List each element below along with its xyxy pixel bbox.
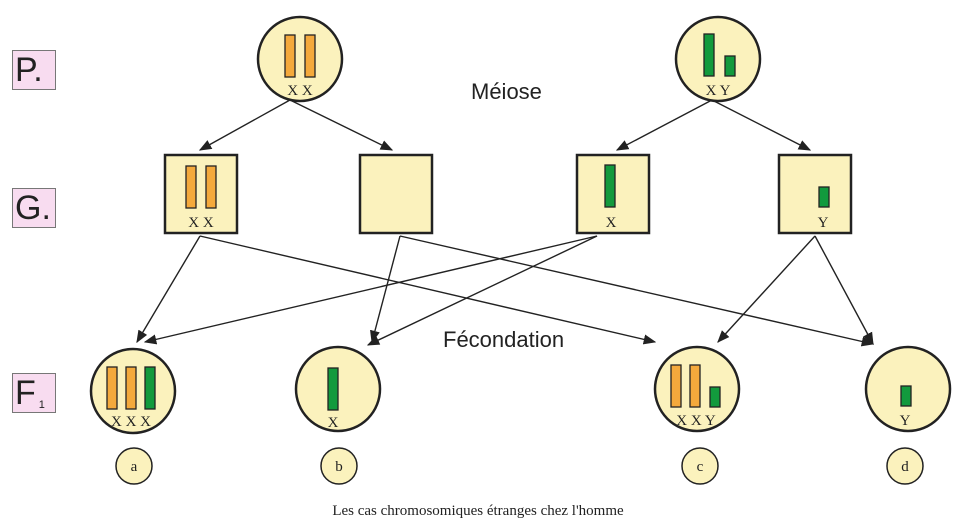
offspring-d-badge bbox=[886, 447, 924, 485]
arrow-egg-empty-to-d bbox=[399, 235, 875, 347]
parent-female-circle bbox=[256, 15, 344, 103]
arrow-sperm-x-to-b bbox=[366, 235, 598, 346]
offspring-d-label: Y bbox=[900, 413, 911, 429]
parent-male-cell: X Y bbox=[674, 15, 762, 103]
y-chromosome bbox=[900, 385, 912, 407]
diagram-caption: Les cas chromosomiques étranges chez l'h… bbox=[332, 503, 624, 519]
generation-f-subscript: 1 bbox=[38, 399, 45, 411]
x-chromosome bbox=[670, 364, 682, 408]
x-chromosome bbox=[125, 366, 137, 410]
gamete-sperm-y-label: Y bbox=[818, 215, 829, 231]
gamete-box bbox=[163, 153, 239, 235]
x-chromosome bbox=[327, 367, 339, 411]
offspring-c-badge bbox=[681, 447, 719, 485]
fertilization-label: Fécondation bbox=[443, 327, 564, 352]
y-chromosome bbox=[724, 55, 736, 77]
arrow-male-to-sperm-y bbox=[711, 99, 812, 151]
offspring-a-badge bbox=[115, 447, 153, 485]
arrow-female-to-egg-xx bbox=[198, 99, 291, 151]
gamete-egg-xx: X X bbox=[163, 153, 239, 235]
arrow-sperm-y-to-d bbox=[814, 235, 874, 346]
gamete-sperm-x-label: X bbox=[606, 215, 617, 231]
offspring-a-cell: X X X bbox=[89, 347, 177, 435]
offspring-c-label: X X Y bbox=[676, 413, 716, 429]
offspring-b-label: X bbox=[328, 415, 339, 431]
offspring-d-cell: Y bbox=[864, 345, 952, 433]
x-chromosome bbox=[284, 34, 296, 78]
offspring-c-cell: X X Y bbox=[653, 345, 741, 433]
generation-p-text: P. bbox=[15, 51, 43, 89]
generation-g-text: G. bbox=[15, 189, 51, 227]
offspring-d-letter: d bbox=[901, 459, 909, 475]
arrow-sperm-x-to-a bbox=[143, 235, 598, 345]
parent-male-circle bbox=[674, 15, 762, 103]
generation-f-text: F bbox=[15, 374, 36, 412]
meiosis-label: Méiose bbox=[471, 79, 542, 104]
x-chromosome bbox=[304, 34, 316, 78]
offspring-b-cell: X bbox=[294, 345, 382, 433]
generation-label-g: G. bbox=[12, 188, 56, 228]
gamete-egg-empty bbox=[358, 153, 434, 235]
fertilization-arrows bbox=[136, 235, 875, 347]
gamete-sperm-y: Y bbox=[777, 153, 853, 235]
x-chromosome bbox=[703, 33, 715, 77]
offspring-a-label: X X X bbox=[111, 414, 151, 430]
arrow-male-to-sperm-x bbox=[615, 99, 713, 151]
x-chromosome bbox=[144, 366, 156, 410]
arrow-egg-empty-to-b bbox=[370, 235, 401, 344]
gamete-box bbox=[777, 153, 853, 235]
arrow-sperm-y-to-c bbox=[717, 235, 816, 343]
gamete-egg-xx-label: X X bbox=[188, 215, 214, 231]
gamete-box bbox=[358, 153, 434, 235]
arrow-egg-xx-to-a bbox=[136, 235, 201, 344]
offspring-a-letter: a bbox=[131, 459, 138, 475]
y-chromosome bbox=[818, 186, 830, 208]
offspring-c-letter: c bbox=[697, 459, 704, 475]
gamete-sperm-x: X bbox=[575, 153, 651, 235]
arrow-egg-xx-to-c bbox=[199, 235, 657, 345]
arrow-female-to-egg-empty bbox=[289, 99, 394, 151]
generation-label-p: P. bbox=[12, 50, 56, 90]
offspring-b-letter: b bbox=[335, 459, 343, 475]
parent-female-cell: X X bbox=[256, 15, 344, 103]
x-chromosome bbox=[689, 364, 701, 408]
x-chromosome bbox=[205, 165, 217, 209]
meiosis-arrows bbox=[198, 99, 812, 151]
parent-male-label: X Y bbox=[706, 83, 731, 99]
y-chromosome bbox=[709, 386, 721, 408]
offspring-b-badge bbox=[320, 447, 358, 485]
parent-female-label: X X bbox=[287, 83, 313, 99]
x-chromosome bbox=[604, 164, 616, 208]
x-chromosome bbox=[106, 366, 118, 410]
x-chromosome bbox=[185, 165, 197, 209]
